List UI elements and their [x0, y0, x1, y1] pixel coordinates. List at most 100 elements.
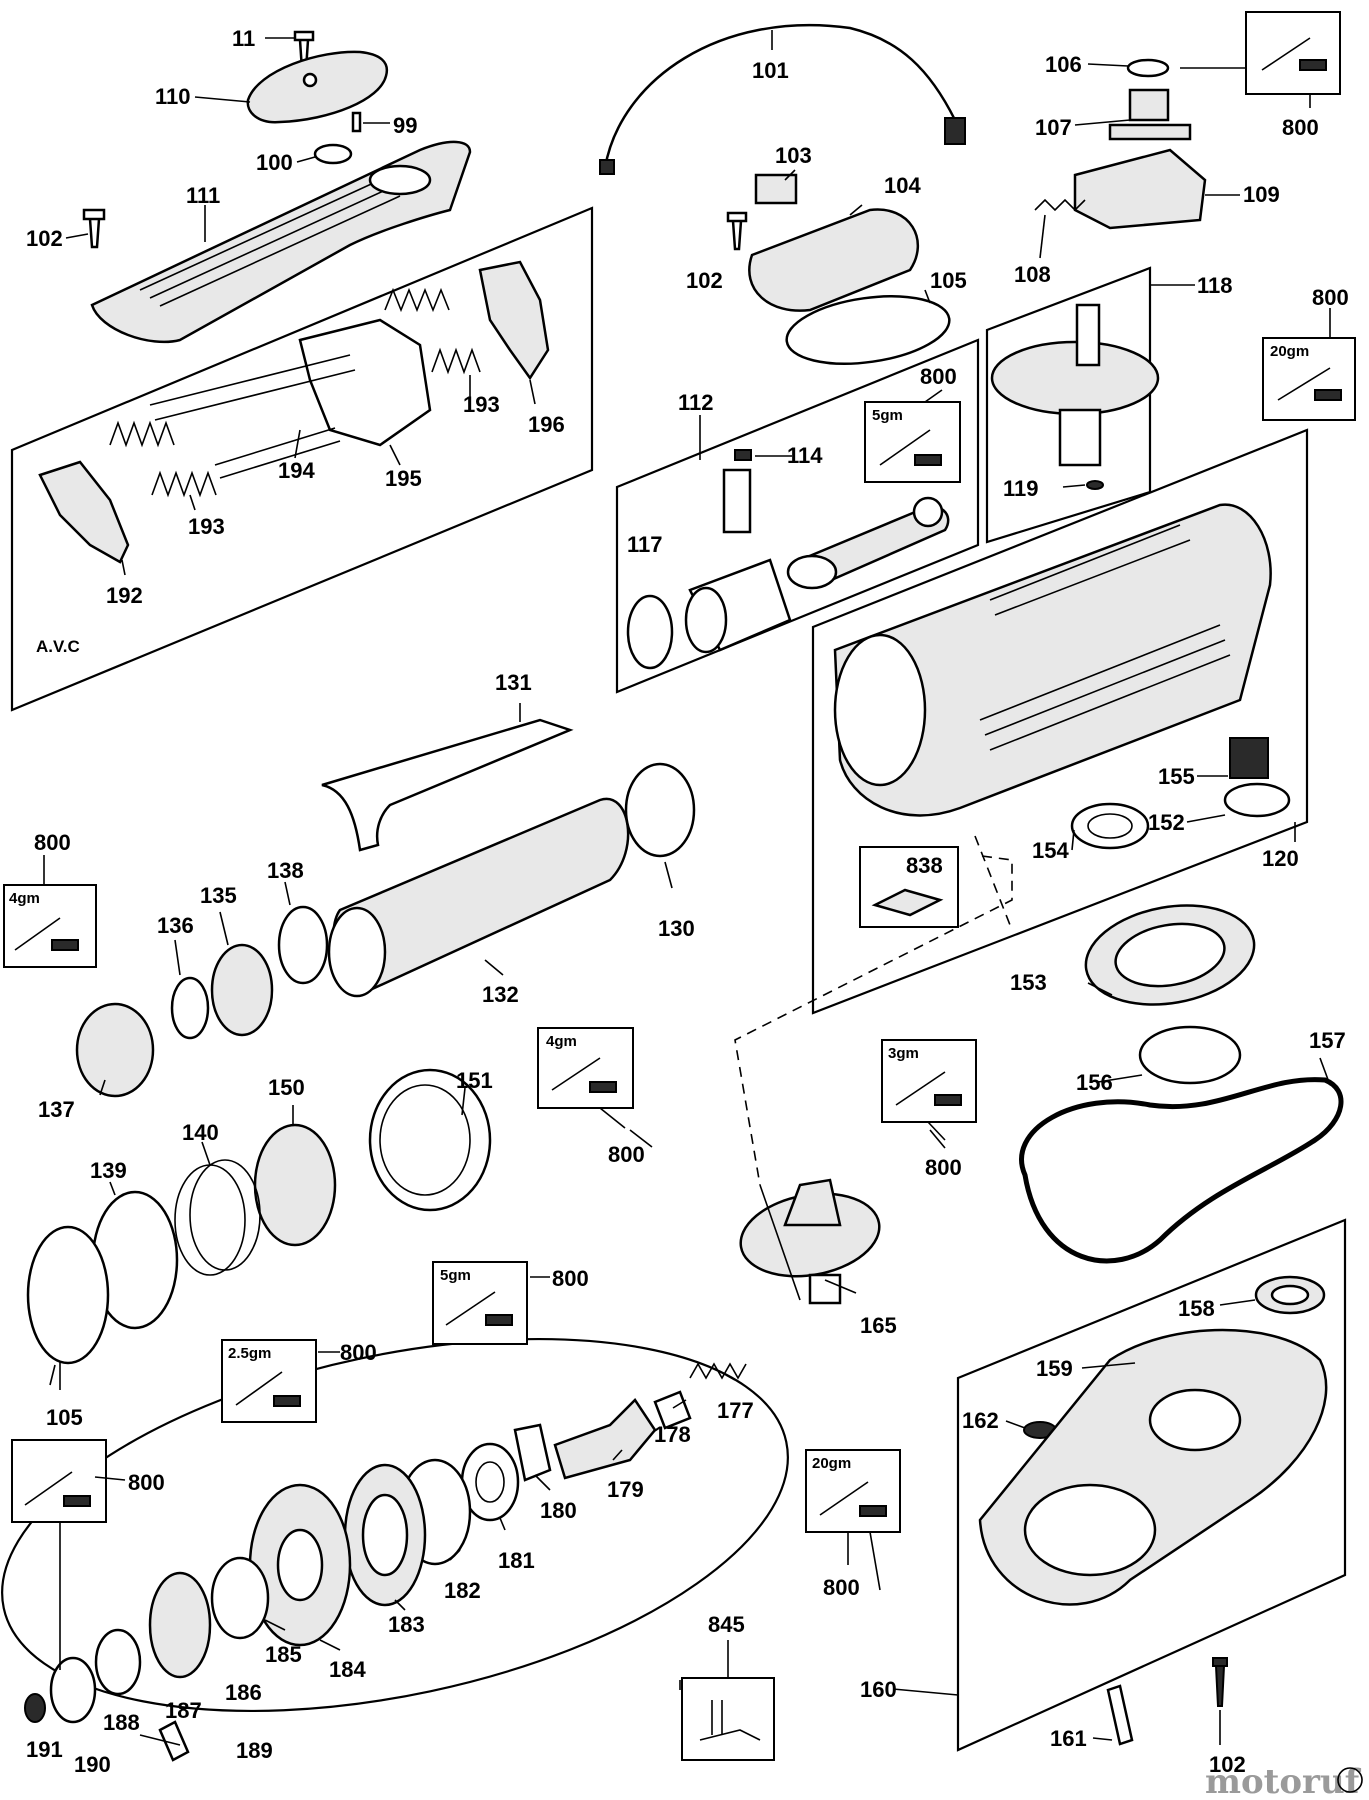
- label-154: 154: [1032, 838, 1069, 863]
- label-180: 180: [540, 1498, 577, 1523]
- cable-101-plug: [599, 159, 615, 175]
- label-118: 118: [1197, 273, 1233, 298]
- label-800a: 800: [1282, 115, 1319, 140]
- cover-110: [246, 50, 389, 124]
- label-153: 153: [1010, 970, 1047, 995]
- grease-20gm-b: 20gm: [812, 1455, 851, 1472]
- cover-160: [978, 1328, 1328, 1606]
- label-11: 11: [232, 26, 255, 51]
- drive-train: [24, 1362, 747, 1762]
- label-194: 194: [278, 458, 315, 483]
- seal-154: [1070, 802, 1150, 850]
- label-100: 100: [256, 150, 293, 175]
- avc-assembly: [38, 260, 550, 564]
- label-192: 192: [106, 583, 143, 608]
- label-105b: 105: [46, 1405, 83, 1430]
- cover-160-bore2: [1148, 1388, 1242, 1452]
- cable-101: [603, 23, 957, 169]
- label-196: 196: [528, 412, 565, 437]
- label-186: 186: [225, 1680, 262, 1705]
- label-188: 188: [103, 1710, 140, 1735]
- label-179: 179: [607, 1477, 644, 1502]
- leader-lines: [43, 30, 1331, 1746]
- bracket-196: [478, 260, 550, 381]
- ring-105b: [26, 1225, 110, 1365]
- oring-100: [313, 143, 353, 165]
- label-162: 162: [962, 1408, 999, 1433]
- label-105a: 105: [930, 268, 967, 293]
- screw-102b: [726, 211, 748, 251]
- seal-158-inner: [1270, 1284, 1310, 1306]
- label-177: 177: [717, 1398, 754, 1423]
- rod-112-big: [786, 554, 838, 590]
- gear-184-hub: [276, 1528, 324, 1602]
- label-114: 114: [787, 443, 823, 468]
- label-136: 136: [157, 913, 194, 938]
- label-avc: A.V.C: [36, 637, 80, 656]
- callout-labels: 11 110 99 100 111 102 101 106 800 107 10…: [26, 26, 1349, 1777]
- grease-box-5a: [864, 401, 961, 483]
- kit-box-838: [859, 846, 959, 928]
- rod-194b: [214, 427, 336, 466]
- label-838: 838: [906, 853, 943, 878]
- watermark: motoruf: [1205, 1762, 1362, 1800]
- cylinder-group: [75, 718, 696, 1098]
- label-195: 195: [385, 466, 422, 491]
- oring-105a: [785, 295, 951, 365]
- watermark-copyright-icon: [1337, 1767, 1363, 1793]
- label-157: 157: [1309, 1028, 1346, 1053]
- label-102a: 102: [26, 226, 63, 251]
- oring-130: [624, 762, 696, 858]
- screw-114: [734, 449, 752, 461]
- clutch-group: [26, 1068, 492, 1365]
- cover-110-hole: [302, 72, 318, 88]
- cover-160-bore: [1023, 1483, 1157, 1577]
- cable-101-end: [944, 117, 966, 145]
- label-104: 104: [884, 173, 921, 198]
- bracket-192: [38, 460, 130, 564]
- label-137: 137: [38, 1097, 75, 1122]
- part-137: [75, 1002, 155, 1098]
- label-108: 108: [1014, 262, 1051, 287]
- label-132: 132: [482, 982, 519, 1007]
- grease-4gm-b: 4gm: [546, 1033, 577, 1050]
- washer-183-inner: [361, 1493, 409, 1577]
- grease-3gm: 3gm: [888, 1045, 919, 1062]
- oring-106: [1126, 58, 1170, 78]
- grease-box-20a: [1262, 337, 1356, 421]
- label-178: 178: [654, 1422, 691, 1447]
- label-152: 152: [1148, 810, 1185, 835]
- housing-120-fins: [979, 524, 1231, 751]
- piston-112-face: [684, 586, 728, 654]
- handle-111-vents: [139, 179, 401, 307]
- label-183: 183: [388, 1612, 425, 1637]
- label-158: 158: [1178, 1296, 1215, 1321]
- label-151: 151: [456, 1068, 493, 1093]
- bearing-190: [49, 1656, 97, 1724]
- spring-140a: [174, 1164, 246, 1276]
- label-191: 191: [26, 1737, 63, 1762]
- bearing-155: [1229, 737, 1269, 779]
- oring-136: [170, 976, 210, 1040]
- avc-frame: [10, 206, 594, 712]
- label-800g: 800: [552, 1266, 589, 1291]
- label-187: 187: [165, 1698, 202, 1723]
- washer-119: [1086, 480, 1104, 490]
- gear-seal-group: [1019, 904, 1344, 1264]
- spring-193a: [384, 287, 450, 313]
- top-cover-group: [82, 30, 472, 344]
- label-103: 103: [775, 143, 812, 168]
- label-119: 119: [1003, 476, 1039, 501]
- gear-165-shaft: [808, 1273, 842, 1305]
- grease-box-5b: [432, 1261, 528, 1345]
- spring-193b: [431, 347, 481, 375]
- grease-4gm-a: 4gm: [9, 890, 40, 907]
- washer-138: [277, 905, 329, 985]
- label-109: 109: [1243, 182, 1280, 207]
- piston-group: [626, 449, 950, 670]
- shaft-179: [553, 1398, 657, 1480]
- plate-104: [748, 208, 920, 312]
- sleeve-152: [1223, 782, 1291, 818]
- gear-165-cone: [783, 1178, 842, 1227]
- label-800h: 800: [340, 1340, 377, 1365]
